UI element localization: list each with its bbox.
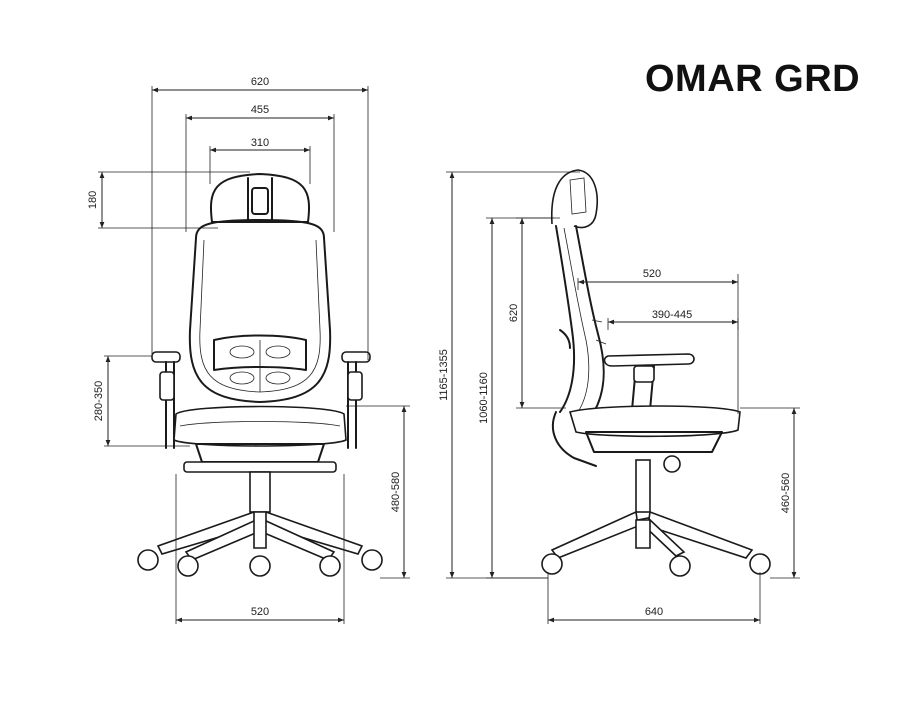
side-backrest xyxy=(555,225,607,413)
front-dimensions: 620 455 310 180 280-350 480-580 520 xyxy=(87,76,410,624)
side-seat xyxy=(551,405,741,473)
dim-headrest-height: 180 xyxy=(87,191,99,209)
side-base xyxy=(541,459,771,577)
dim-base-depth: 640 xyxy=(645,606,663,618)
side-armrest xyxy=(603,353,695,411)
dim-overall-width: 620 xyxy=(251,76,269,88)
dim-seat-height-front: 480-580 xyxy=(390,472,402,512)
side-headrest xyxy=(550,169,598,229)
front-lumbar-support xyxy=(213,334,307,392)
drawing-title: OMAR GRD xyxy=(645,58,861,100)
dim-total-height: 1165-1355 xyxy=(438,349,450,401)
front-base xyxy=(137,461,383,577)
dim-armrest-depth: 520 xyxy=(643,268,661,280)
side-dimensions: 1165-1355 1060-1160 620 520 390-445 460-… xyxy=(438,171,800,624)
dim-back-height: 1060-1160 xyxy=(478,372,490,424)
dim-base-width: 520 xyxy=(251,606,269,618)
dim-seat-height-side: 460-560 xyxy=(780,473,792,513)
front-headrest xyxy=(210,173,310,223)
dim-back-width: 455 xyxy=(251,104,269,116)
front-view-chair xyxy=(137,173,383,577)
side-view-chair xyxy=(541,169,771,577)
front-armrests xyxy=(151,351,371,449)
front-backrest xyxy=(188,219,332,403)
dim-backrest-height: 620 xyxy=(508,304,520,322)
dim-headrest-width: 310 xyxy=(251,137,269,149)
dim-armrest-height: 280-350 xyxy=(93,381,105,421)
dim-seat-depth: 390-445 xyxy=(652,309,692,321)
front-seat xyxy=(173,405,347,463)
